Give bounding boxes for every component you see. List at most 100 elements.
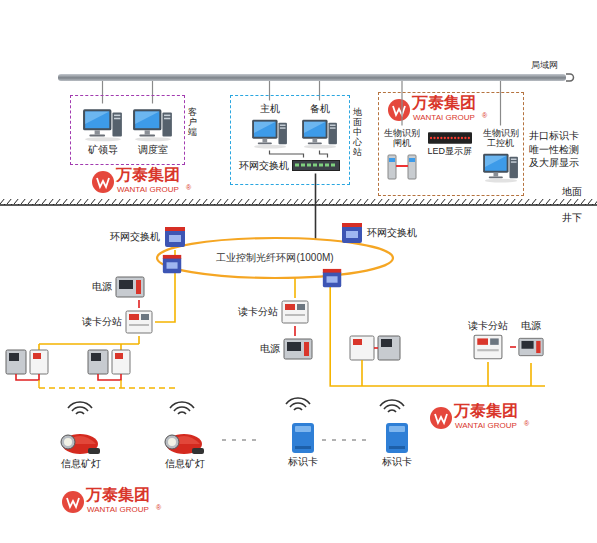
graphic-part: [85, 111, 109, 124]
graphic-part: [386, 423, 408, 453]
graphic-part: [477, 349, 498, 351]
station-icon: [125, 310, 153, 334]
graphic-part: [279, 127, 285, 128]
right-station-chain: [350, 336, 545, 386]
graphic-part: [302, 119, 327, 138]
computer-node: 生物识别工控机: [480, 126, 522, 186]
graphic-part: [350, 336, 374, 360]
graphic-part: [342, 225, 362, 243]
computer-node: 备机: [298, 101, 342, 151]
graphic-part: [474, 335, 502, 359]
graphic-part: [283, 338, 313, 360]
graphic-part: [388, 155, 396, 179]
graphic-part: [287, 342, 301, 351]
graphic-part: [97, 178, 109, 187]
group-heading: 井口标识卡唯一性检测及大屏显示: [529, 129, 581, 170]
graphic-part: [385, 151, 419, 181]
connector-line: [270, 151, 304, 158]
watermark-text: 万泰集团: [116, 166, 180, 184]
graphic-part: [374, 347, 378, 349]
power-icon: [283, 338, 313, 360]
graphic-part: [380, 400, 404, 412]
label-holder: 万泰集团: [116, 166, 180, 184]
graphic-part: [129, 324, 149, 326]
graphic-part: [430, 407, 452, 429]
graphic-part: [286, 398, 310, 410]
graphic-part: [91, 353, 101, 361]
graphic-part: [388, 99, 410, 121]
cap-lamp-node: 信息矿灯: [160, 424, 210, 472]
graphic-part: [521, 341, 533, 349]
connector-line: [269, 81, 270, 101]
graphic-part: [163, 255, 181, 259]
label-holder: ®: [156, 504, 161, 512]
graphic-part: [362, 360, 545, 386]
graphic-part: [0, 199, 597, 205]
device-label: 环网交换机: [367, 227, 417, 239]
card-station-node: 读卡分站: [80, 308, 155, 336]
pc-icon: [482, 151, 520, 183]
connector-line: [152, 81, 153, 104]
pc-icon: [250, 117, 290, 149]
graphic-part: [340, 222, 364, 244]
ringsw-icon: [340, 222, 364, 244]
graphic-part: [300, 117, 340, 149]
graphic-part: [304, 121, 326, 136]
device-label: LED显示屏: [428, 146, 473, 157]
graphic-part: [88, 448, 100, 454]
left-station-chain: [6, 336, 175, 388]
graphic-part: [9, 353, 19, 361]
connector-line: [510, 346, 516, 348]
graphic-part: [450, 136, 452, 138]
graphic-part: [485, 156, 507, 171]
graphic-part: [33, 353, 41, 359]
graphic-part: [285, 304, 295, 310]
device-label: 读卡分站: [238, 306, 278, 318]
device-label: 调度室: [138, 144, 168, 156]
graphic-part: [39, 336, 139, 350]
graphic-part: [62, 491, 84, 513]
graphic-part: [163, 226, 187, 248]
power-node: 电源: [90, 274, 147, 300]
graphic-part: [510, 161, 516, 162]
graphic-part: [168, 438, 176, 446]
graphic-part: [85, 111, 109, 128]
device-label: 生物识别闸机: [384, 128, 421, 150]
watermark-text: 万泰集团: [454, 402, 518, 420]
wireless-symbol: [68, 398, 404, 414]
ground-line: [0, 199, 597, 205]
graphic-part: [346, 231, 358, 238]
bus-label: 局域网: [531, 60, 558, 67]
graphic-part: [313, 164, 317, 167]
graphic-part: [165, 435, 179, 449]
graphic-part: [132, 106, 174, 142]
label-holder: 万泰集团: [454, 402, 518, 420]
gate-node: 生物识别闸机: [382, 126, 423, 184]
graphic-part: [30, 350, 48, 374]
graphic-part: [292, 161, 339, 171]
graphic-part: [389, 426, 405, 432]
graphic-part: [135, 111, 159, 128]
label-holder: 井下: [562, 212, 582, 224]
graphic-part: [284, 339, 312, 359]
watermark-subtext: WANTAI GROUP: [455, 421, 517, 431]
graphic-part: [447, 136, 449, 138]
computer-node: 主机: [248, 101, 292, 151]
graphic-part: [464, 136, 466, 138]
graphic-part: [389, 446, 405, 449]
underground-label: 井下: [562, 212, 582, 224]
graphic-part: [126, 311, 152, 333]
graphic-part: [135, 137, 171, 141]
graphic-part: [85, 137, 121, 141]
device-label: 生物识别工控机: [482, 128, 519, 150]
graphic-part: [157, 238, 393, 278]
graphic-part: [408, 155, 416, 179]
label-holder: 万泰集团: [412, 94, 476, 112]
card-icon: [385, 422, 409, 454]
graphic-part: [490, 338, 499, 344]
connector-line: [138, 300, 140, 308]
led-icon: [428, 132, 472, 144]
label-holder: WANTAI GROUP: [455, 421, 517, 431]
graphic-part: [170, 402, 194, 414]
graphic-part: [297, 304, 305, 310]
